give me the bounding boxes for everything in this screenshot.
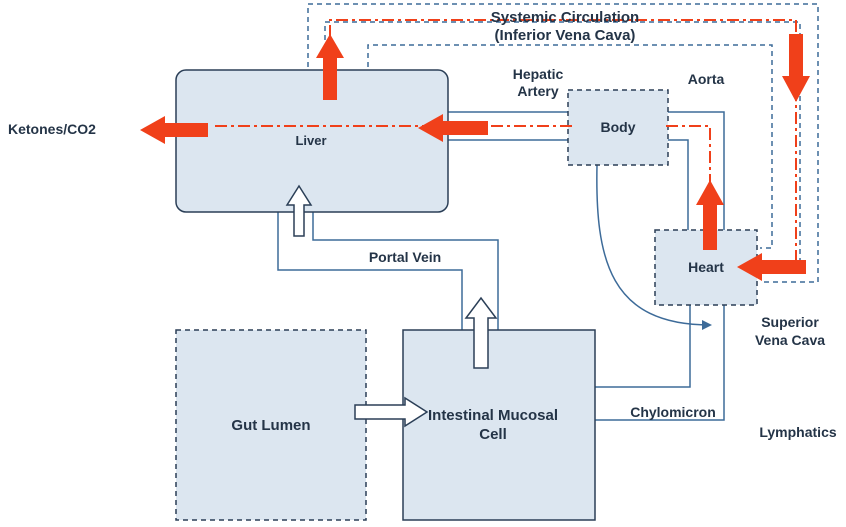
gut-lumen-box xyxy=(175,329,367,521)
hepatic-artery-label-line2: Artery xyxy=(517,83,558,99)
intestine-to-portal-hollow-arrow xyxy=(464,296,498,369)
lymphatics-label: Lymphatics xyxy=(759,424,836,440)
ketones-co2-label: Ketones/CO2 xyxy=(8,121,96,137)
chylomicron-label: Chylomicron xyxy=(630,404,716,420)
superior-vena-cava-label-line1: Superior xyxy=(761,314,819,330)
hepatic-artery-label-line1: Hepatic xyxy=(513,66,564,82)
liver-to-systemic-arrow xyxy=(316,34,344,100)
systemic-circulation-outer-dashed-line xyxy=(307,3,819,283)
fat-flow-path-body-to-heart xyxy=(666,125,711,190)
portal-vein-label: Portal Vein xyxy=(369,249,441,265)
portal-vein-vessel xyxy=(277,212,499,330)
systemic-circulation-label-line1: Systemic Circulation xyxy=(491,9,639,26)
intestinal-mucosal-cell-label-line1: Intestinal Mucosal xyxy=(428,407,558,424)
superior-vena-cava-label-line2: Vena Cava xyxy=(755,332,825,348)
intestine-to-heart-vessel xyxy=(595,305,691,388)
body-box xyxy=(567,89,669,166)
liver-label: Liver xyxy=(295,133,326,148)
intestinal-mucosal-cell-label-line2: Cell xyxy=(479,426,507,443)
aorta-label: Aorta xyxy=(688,71,725,87)
heart-to-body-arrow xyxy=(696,180,724,250)
systemic-circulation-middle-dashed-line xyxy=(367,44,773,249)
superior-vena-cava-curve xyxy=(596,164,712,330)
gut-lumen-label: Gut Lumen xyxy=(231,417,310,434)
liver-box xyxy=(175,69,449,213)
systemic-to-heart-arrow xyxy=(737,253,806,281)
portal-to-liver-hollow-arrow xyxy=(285,184,313,237)
systemic-circulation-label-line2: (Inferior Vena Cava) xyxy=(495,27,636,44)
ketones-out-arrow xyxy=(140,116,208,144)
heart-label: Heart xyxy=(688,259,724,275)
intestinal-mucosal-cell-box xyxy=(402,329,596,521)
body-label: Body xyxy=(601,119,636,135)
body-to-heart-vessel xyxy=(668,139,689,230)
body-to-liver-arrow xyxy=(418,114,488,142)
systemic-down-arrow xyxy=(782,34,810,102)
gut-to-intestine-hollow-arrow xyxy=(354,396,429,428)
